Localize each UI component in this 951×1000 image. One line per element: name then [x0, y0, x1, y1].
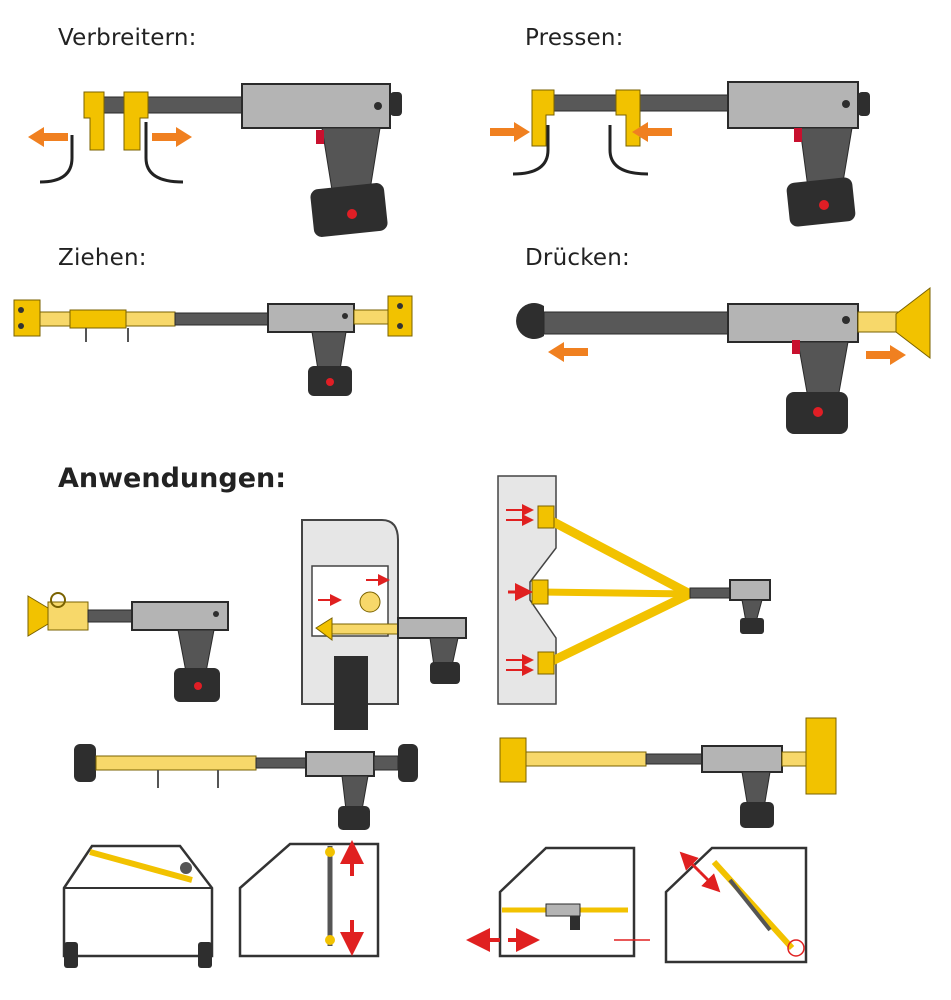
tool-grip — [311, 331, 347, 371]
jaw-left — [531, 89, 555, 147]
tool-cap — [858, 92, 870, 116]
screw-icon — [342, 313, 348, 319]
arrow-right-icon — [866, 345, 906, 365]
sheet-edge-right — [144, 122, 184, 184]
tool-grip — [321, 127, 381, 191]
clamp-slider — [69, 309, 127, 329]
arrow-left-icon — [548, 342, 588, 362]
arrow-left-icon — [28, 127, 68, 147]
application-door-panel — [301, 519, 467, 730]
rod — [551, 94, 733, 112]
arrow-left-icon — [632, 122, 672, 142]
tool-cap — [390, 92, 402, 116]
trigger — [794, 128, 802, 142]
sheet-edge-left — [39, 135, 74, 184]
push-diagram — [516, 286, 931, 434]
pull-diagram — [13, 295, 413, 396]
rod — [174, 312, 271, 326]
screw-icon — [374, 102, 382, 110]
application-car — [62, 844, 214, 968]
sheet-edge-right — [608, 125, 649, 176]
sheet-edge-left — [512, 125, 550, 176]
screw-icon — [842, 100, 850, 108]
mode-label-push: Drücken: — [525, 245, 630, 271]
tool-housing — [241, 83, 391, 129]
rubber-head — [516, 303, 544, 339]
application-door-horizontal — [466, 846, 650, 958]
end-plate-right — [387, 295, 413, 337]
application-door-vertical — [238, 840, 380, 958]
spreading-cone — [895, 286, 931, 360]
jaw-right — [123, 91, 149, 151]
trigger — [316, 130, 324, 144]
application-door-diagonal — [664, 846, 808, 964]
application-plate-pull — [499, 717, 837, 828]
arrow-right-icon — [490, 122, 530, 142]
end-plate-left — [13, 299, 41, 337]
arrow-right-icon — [152, 127, 192, 147]
tool-grip — [797, 341, 849, 399]
screw-icon — [842, 316, 850, 324]
rod — [543, 311, 731, 335]
jaw-left — [83, 91, 105, 151]
tool-housing — [727, 81, 859, 129]
battery-button-icon — [819, 200, 829, 210]
press-diagram — [490, 81, 870, 227]
mode-label-press: Pressen: — [525, 25, 624, 51]
mode-label-pull: Ziehen: — [58, 245, 147, 271]
battery-button-icon — [813, 407, 823, 417]
application-long-pull — [74, 744, 418, 830]
tool-housing — [727, 303, 859, 343]
tool-housing — [267, 303, 355, 333]
battery-button-icon — [326, 378, 334, 386]
spread-diagram — [28, 83, 402, 237]
application-triangle-spreader — [497, 475, 771, 705]
jaw-right — [615, 89, 641, 147]
trigger — [792, 340, 800, 354]
application-cone-tool — [27, 592, 229, 702]
battery-button-icon — [347, 209, 357, 219]
applications-heading: Anwendungen: — [58, 463, 287, 494]
mode-label-spread: Verbreitern: — [58, 25, 197, 51]
